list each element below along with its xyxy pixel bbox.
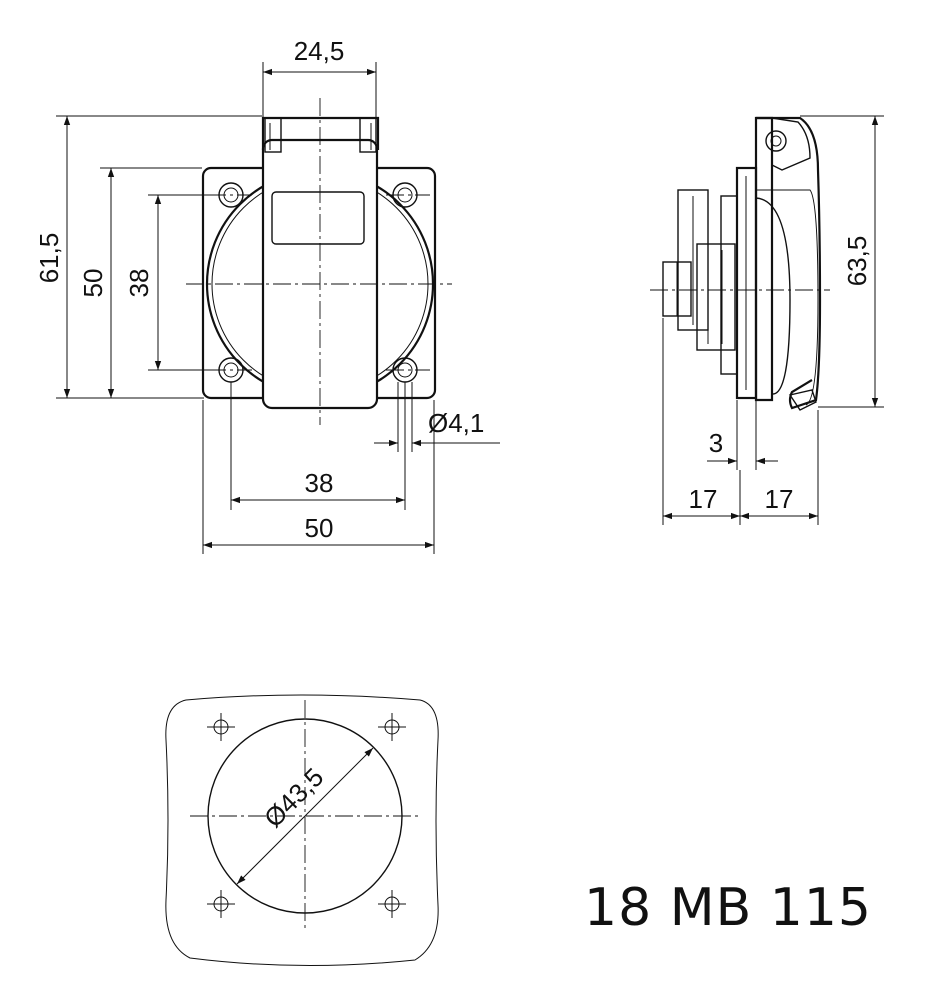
dim-front-width-top: 24,5 <box>294 36 345 66</box>
dim-side-height: 63,5 <box>842 236 872 287</box>
dim-front-height-holes: 38 <box>124 269 154 298</box>
side-lid <box>756 116 822 410</box>
dim-front-height-plate: 50 <box>78 269 108 298</box>
side-view: 63,5 3 17 17 <box>650 115 884 525</box>
dim-side-depth-front: 17 <box>765 484 794 514</box>
dim-front-plate-width: 50 <box>305 513 334 543</box>
panel-cutout-view: Ø43,5 <box>165 694 439 967</box>
model-code: 18 MB 115 <box>584 878 873 938</box>
dim-front-hole-diameter: Ø4,1 <box>428 408 484 438</box>
dim-side-plate-thickness: 3 <box>709 428 723 458</box>
dim-front-height-outer: 61,5 <box>34 233 64 284</box>
cutout-panel-outline <box>165 694 439 967</box>
side-hinge <box>765 130 787 152</box>
cutout-hole-markers <box>207 713 406 918</box>
front-lid <box>261 116 380 410</box>
dim-cutout-diameter: Ø43,5 <box>258 762 329 833</box>
dim-side-depth-back: 17 <box>689 484 718 514</box>
dim-front-holes-horizontal: 38 <box>305 468 334 498</box>
front-view: 24,5 61,5 50 38 Ø4,1 38 50 <box>34 36 500 554</box>
